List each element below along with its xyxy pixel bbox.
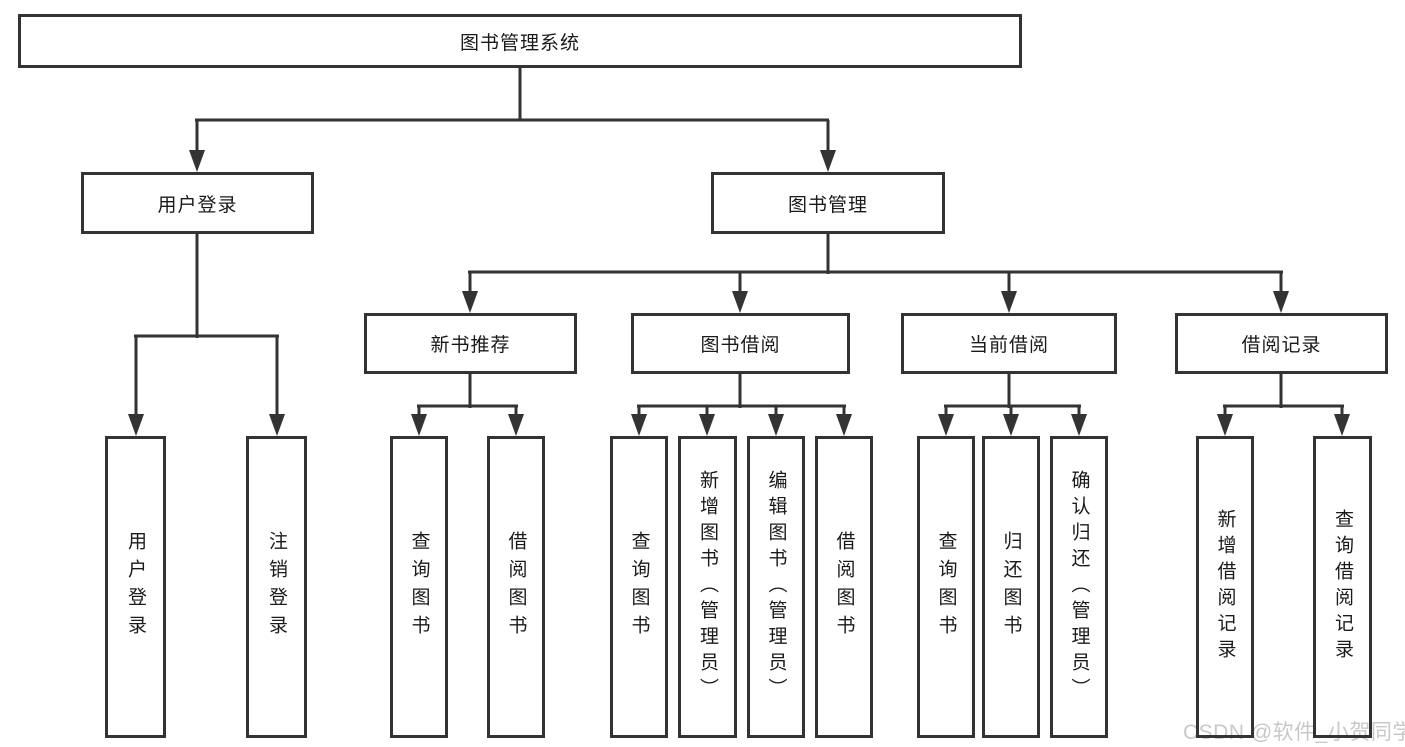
node-leaf-query-books-2: 查询图书 xyxy=(610,436,668,738)
node-label: 归还图书 xyxy=(1000,531,1022,643)
node-leaf-confirm-return-admin: 确认归还（管理员） xyxy=(1050,436,1108,738)
node-label: 新增图书（管理员） xyxy=(697,470,718,704)
arrow-down-icon xyxy=(1071,414,1087,436)
node-leaf-user-login: 用户登录 xyxy=(105,436,166,738)
node-leaf-add-borrow-record: 新增借阅记录 xyxy=(1196,436,1254,738)
arrow-down-icon xyxy=(732,291,748,313)
connector-borrow-records xyxy=(1223,374,1344,418)
arrow-down-icon xyxy=(189,150,205,172)
node-leaf-add-books-admin: 新增图书（管理员） xyxy=(678,436,737,738)
arrow-down-icon xyxy=(1003,414,1019,436)
node-leaf-query-books-1: 查询图书 xyxy=(390,436,448,738)
node-book-borrow: 图书借阅 xyxy=(631,313,850,374)
node-leaf-return-books: 归还图书 xyxy=(982,436,1040,738)
arrow-down-icon xyxy=(1217,414,1233,436)
arrow-down-icon xyxy=(1334,414,1350,436)
arrow-down-icon xyxy=(508,414,524,436)
arrow-down-icon xyxy=(631,414,647,436)
arrow-down-icon xyxy=(462,291,478,313)
connector-new-books xyxy=(417,374,518,418)
node-label: 借阅图书 xyxy=(833,531,855,643)
arrow-down-icon xyxy=(836,414,852,436)
node-label: 编辑图书（管理员） xyxy=(765,470,787,704)
node-current-borrow: 当前借阅 xyxy=(901,313,1117,374)
node-label: 图书管理 xyxy=(787,194,868,216)
node-label: 借阅图书 xyxy=(505,531,527,643)
connector-current-borrow xyxy=(944,374,1081,418)
node-label: 图书管理系统 xyxy=(459,32,580,54)
csdn-watermark: CSDN @软件_小贺同学 xyxy=(1183,721,1405,744)
arrow-down-icon xyxy=(269,414,285,436)
node-leaf-edit-books-admin: 编辑图书（管理员） xyxy=(747,436,805,738)
arrowheads xyxy=(128,150,1350,436)
arrow-down-icon xyxy=(1001,291,1017,313)
node-label: 当前借阅 xyxy=(968,335,1049,356)
arrow-down-icon xyxy=(1273,291,1289,313)
node-leaf-query-borrow-record: 查询借阅记录 xyxy=(1313,436,1372,738)
node-label: 借阅记录 xyxy=(1241,335,1322,356)
arrow-down-icon xyxy=(820,150,836,172)
node-new-books: 新书推荐 xyxy=(364,313,577,374)
connector-lines xyxy=(134,68,1344,418)
connector-user-login xyxy=(134,234,279,418)
node-label: 确认归还（管理员） xyxy=(1068,470,1090,704)
connector-book-management xyxy=(468,234,1283,295)
node-label: 查询借阅记录 xyxy=(1332,509,1353,665)
node-leaf-borrow-books-1: 借阅图书 xyxy=(487,436,545,738)
arrow-down-icon xyxy=(128,414,144,436)
node-label: 新增借阅记录 xyxy=(1214,509,1236,665)
node-leaf-logout: 注销登录 xyxy=(246,436,307,738)
node-label: 查询图书 xyxy=(628,531,650,643)
node-label: 查询图书 xyxy=(408,531,430,643)
connector-book-borrow xyxy=(637,374,846,418)
node-label: 查询图书 xyxy=(935,531,957,643)
arrow-down-icon xyxy=(768,414,784,436)
node-leaf-borrow-books-2: 借阅图书 xyxy=(815,436,873,738)
node-user-login: 用户登录 xyxy=(81,172,314,234)
node-label: 图书借阅 xyxy=(700,335,781,356)
connector-root xyxy=(195,68,830,154)
arrow-down-icon xyxy=(699,414,715,436)
node-book-management: 图书管理 xyxy=(711,172,945,234)
node-label: 新书推荐 xyxy=(430,335,511,356)
node-label: 用户登录 xyxy=(157,194,238,216)
node-label: 注销登录 xyxy=(266,531,287,643)
arrow-down-icon xyxy=(938,414,954,436)
node-borrow-records: 借阅记录 xyxy=(1175,313,1388,374)
node-label: 用户登录 xyxy=(125,531,146,643)
arrow-down-icon xyxy=(411,414,427,436)
node-leaf-query-books-3: 查询图书 xyxy=(917,436,975,738)
node-root-system: 图书管理系统 xyxy=(18,14,1022,68)
